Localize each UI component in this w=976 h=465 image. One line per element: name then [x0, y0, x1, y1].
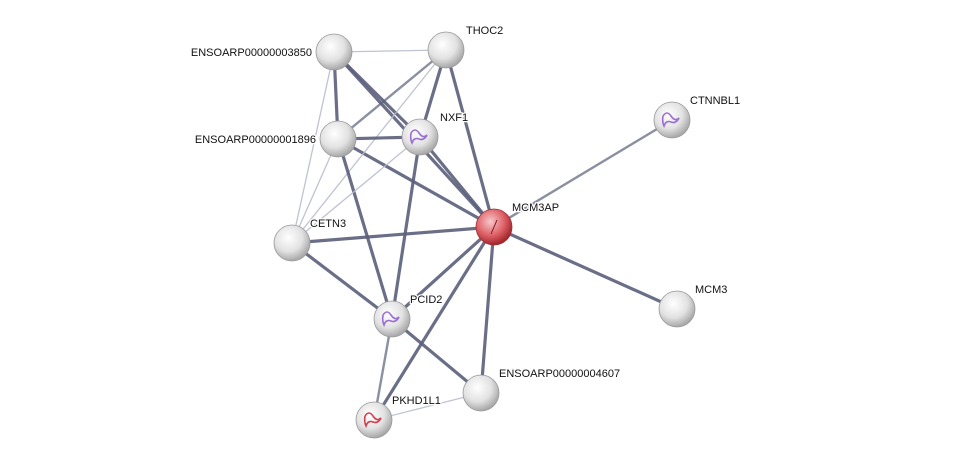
- node-label: CTNNBL1: [690, 95, 740, 107]
- edge-thoc2-cetn3[interactable]: [291, 49, 447, 244]
- node-mcm3[interactable]: MCM3: [658, 283, 729, 328]
- node-ball[interactable]: [273, 224, 311, 262]
- node-label: CETN3: [310, 218, 346, 230]
- edge-n1896-pcid2[interactable]: [336, 138, 394, 320]
- edge-thoc2-n1896[interactable]: [337, 49, 447, 140]
- edge-mcm3ap-ctnnbl1[interactable]: [493, 118, 673, 229]
- edge-nxf1-cetn3[interactable]: [291, 136, 421, 244]
- node-mcm3ap[interactable]: MCM3AP: [475, 201, 560, 246]
- node-label: PCID2: [410, 294, 442, 306]
- node-nxf1[interactable]: NXF1: [401, 111, 469, 156]
- protein-structure-icon: [363, 412, 382, 429]
- edge-n385-cetn3[interactable]: [291, 51, 335, 244]
- node-label: THOC2: [466, 25, 503, 37]
- node-label: ENSOARP00000004607: [499, 368, 620, 380]
- node-ball[interactable]: [373, 300, 411, 338]
- node-label: PKHD1L1: [392, 395, 441, 407]
- node-ball[interactable]: [315, 33, 353, 71]
- node-cetn3[interactable]: CETN3: [273, 217, 347, 262]
- node-label: ENSOARP00000001896: [195, 134, 316, 146]
- edge-n1896-cetn3[interactable]: [291, 138, 339, 244]
- node-ball[interactable]: [401, 118, 439, 156]
- edge-cetn3-pcid2[interactable]: [291, 241, 393, 321]
- node-ball[interactable]: [319, 120, 357, 158]
- node-ball[interactable]: [653, 101, 691, 139]
- node-pcid2[interactable]: PCID2: [373, 293, 444, 338]
- protein-structure-icon: [381, 311, 400, 328]
- node-thoc2[interactable]: THOC2: [427, 24, 505, 69]
- edge-mcm3ap-nxf1[interactable]: [418, 135, 496, 229]
- protein-structure-icon: [409, 129, 428, 146]
- node-ball[interactable]: [658, 290, 696, 328]
- node-pkhd1l1[interactable]: PKHD1L1: [355, 394, 442, 439]
- node-n4607[interactable]: ENSOARP00000004607: [462, 367, 621, 412]
- edge-n385-thoc2[interactable]: [333, 49, 447, 53]
- node-n1896[interactable]: ENSOARP00000001896: [194, 120, 357, 158]
- edge-mcm3ap-thoc2[interactable]: [444, 49, 496, 228]
- edge-n385-nxf1[interactable]: [332, 50, 422, 139]
- node-label: ENSOARP00000003850: [191, 47, 312, 59]
- edge-pcid2-n4607[interactable]: [390, 317, 483, 395]
- edge-nxf1-pcid2[interactable]: [390, 136, 422, 320]
- node-label: MCM3AP: [512, 202, 559, 214]
- node-label: NXF1: [440, 112, 468, 124]
- structure-icon: [490, 219, 498, 235]
- node-ctnnbl1[interactable]: CTNNBL1: [653, 94, 741, 139]
- node-ball[interactable]: [355, 401, 393, 439]
- edge-mcm3ap-pkhd1l1[interactable]: [372, 226, 496, 421]
- node-label: MCM3: [695, 284, 727, 296]
- edge-mcm3ap-n4607[interactable]: [479, 226, 496, 394]
- protein-structure-icon: [661, 112, 680, 129]
- edge-mcm3ap-pcid2[interactable]: [390, 225, 496, 321]
- node-ball[interactable]: [427, 31, 465, 69]
- edge-mcm3ap-cetn3[interactable]: [291, 225, 495, 245]
- node-n385[interactable]: ENSOARP00000003850: [190, 33, 353, 71]
- edge-mcm3ap-mcm3[interactable]: [493, 225, 678, 311]
- node-ball[interactable]: [462, 374, 500, 412]
